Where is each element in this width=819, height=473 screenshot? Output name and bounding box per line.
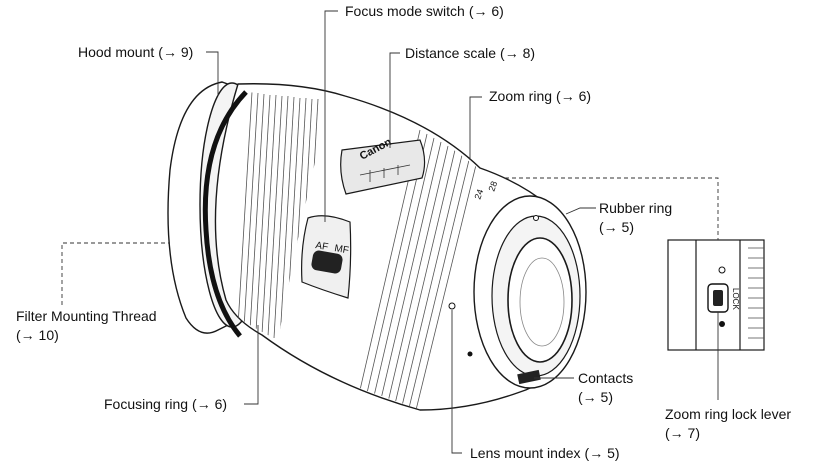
label-zoom-ring-lock-lever-name: Zoom ring lock lever: [665, 406, 792, 422]
lens-mount-index-dot: [448, 302, 456, 310]
leader-hood-mount: [206, 51, 219, 96]
distance-scale-window: [340, 139, 426, 195]
leader-rubber-ring: [565, 207, 596, 215]
leader-zoom-ring: [469, 96, 482, 160]
leader-focusing-ring: [244, 325, 259, 405]
label-focus-mode-switch-name: Focus mode switch: [345, 3, 465, 19]
contacts: [517, 369, 541, 385]
label-lens-mount-index-name: Lens mount index: [470, 445, 581, 461]
leader-lines: [61, 10, 719, 454]
label-distance-scale-ref: (→ 8): [500, 45, 536, 61]
label-rubber-ring: Rubber ring (→ 5): [599, 199, 672, 237]
label-rubber-ring-ref: (→ 5): [599, 219, 634, 235]
focal-24-marking: 24: [472, 188, 485, 201]
leader-inset-link: [505, 177, 719, 240]
rear-element: [507, 237, 573, 363]
focus-mode-switch-plate: [301, 215, 352, 299]
label-hood-mount-ref: (→ 9): [158, 44, 194, 60]
label-zoom-ring-lock-lever: Zoom ring lock lever (→ 7): [665, 405, 791, 443]
label-lens-mount-index: Lens mount index(→ 5): [470, 444, 620, 463]
label-hood-mount-name: Hood mount: [78, 44, 155, 60]
leader-lens-mount-index: [451, 310, 462, 454]
mf-marking: MF: [333, 243, 349, 256]
zoom-lock-inset: [667, 239, 765, 351]
label-filter-mounting-thread-ref: (→ 10): [16, 327, 59, 343]
label-contacts: Contacts (→ 5): [578, 369, 633, 407]
rear-mount: [448, 195, 587, 389]
label-zoom-ring-lock-lever-ref: (→ 7): [665, 425, 700, 441]
label-lens-mount-index-ref: (→ 5): [584, 445, 620, 461]
label-zoom-ring-ref: (→ 6): [556, 88, 592, 104]
label-hood-mount: Hood mount(→ 9): [78, 43, 193, 62]
label-contacts-ref: (→ 5): [578, 389, 613, 405]
lock-marking: LOCK: [731, 288, 740, 310]
label-zoom-ring-name: Zoom ring: [489, 88, 553, 104]
leader-distance-scale: [389, 52, 400, 148]
label-rubber-ring-name: Rubber ring: [599, 200, 673, 216]
label-focusing-ring: Focusing ring(→ 6): [104, 395, 227, 414]
focus-mode-switch[interactable]: [310, 250, 343, 275]
af-marking: AF: [314, 240, 328, 253]
label-focusing-ring-name: Focusing ring: [104, 396, 189, 412]
focal-28-marking: 28: [486, 180, 499, 193]
leader-filter-thread: [61, 242, 170, 305]
label-focusing-ring-ref: (→ 6): [192, 396, 228, 412]
label-focus-mode-switch: Focus mode switch(→ 6): [345, 2, 504, 21]
label-distance-scale: Distance scale(→ 8): [405, 44, 535, 63]
label-zoom-ring: Zoom ring(→ 6): [489, 87, 591, 106]
label-contacts-name: Contacts: [578, 370, 634, 386]
front-black-ring: [202, 90, 248, 338]
label-distance-scale-name: Distance scale: [405, 45, 497, 61]
label-filter-mounting-thread-name: Filter Mounting Thread: [16, 308, 157, 324]
leader-focus-mode-switch: [324, 10, 338, 222]
label-filter-mounting-thread: Filter Mounting Thread (→ 10): [16, 307, 157, 345]
label-focus-mode-switch-ref: (→ 6): [468, 3, 504, 19]
